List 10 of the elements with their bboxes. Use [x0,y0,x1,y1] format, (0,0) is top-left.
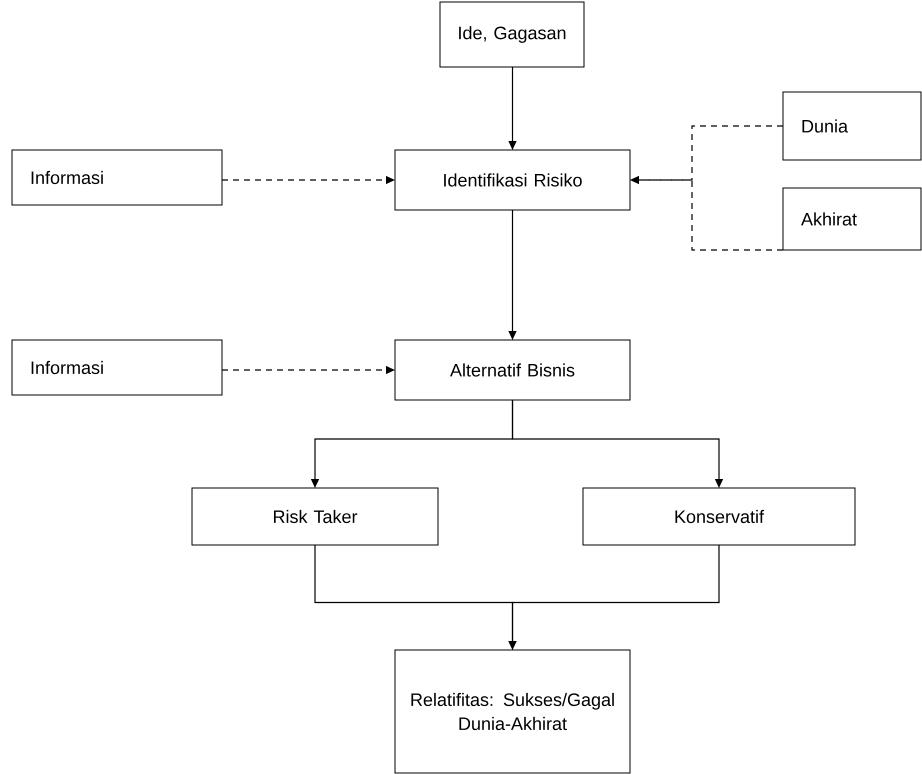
process-box: Risk Taker [192,488,438,546]
process-box: Alternatif Bisnis [394,340,630,400]
process-box: Relatifitas: Sukses/Gagal Dunia-Akhirat [394,650,630,774]
process-box: Informasi [12,150,222,206]
process-box: Ide, Gagasan [440,2,584,68]
process-box: Konservatif [582,488,856,546]
process-box: Informasi [12,340,222,396]
process-box: Dunia [782,92,922,160]
process-box: Identifikasi Risiko [394,150,630,210]
process-box: Akhirat [782,188,922,250]
